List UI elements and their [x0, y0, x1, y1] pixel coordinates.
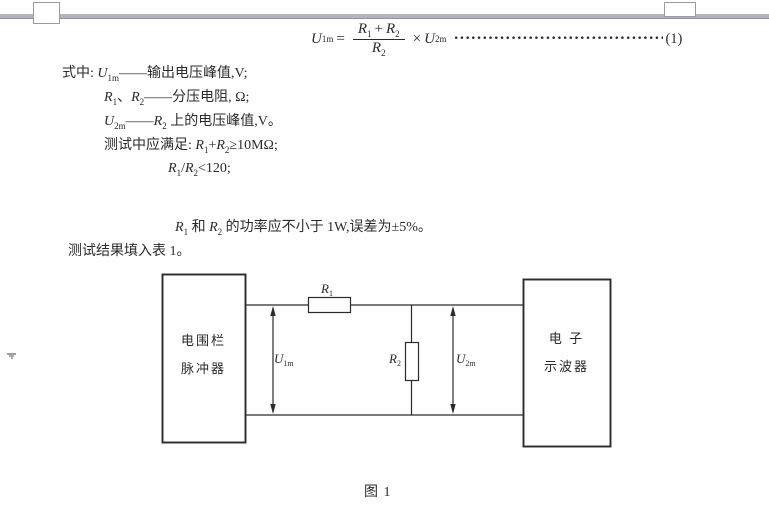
- var-r2: R: [153, 114, 163, 129]
- eq-times: ×: [412, 30, 422, 47]
- scan-artifact-mark: [7, 353, 16, 359]
- power-note-line: R1 和 R2 的功率应不小于 1W,误差为±5%。: [175, 220, 432, 237]
- var-r2-sub: 2: [224, 145, 230, 155]
- figure-caption: 图 1: [364, 485, 392, 501]
- var-r1: R: [195, 138, 204, 153]
- pulse-generator-label-1: 电围栏: [181, 333, 226, 348]
- scan-artifact-bar: [7, 353, 16, 355]
- eq-numerator: R1+R2: [352, 20, 405, 40]
- and-text: 和: [188, 220, 210, 235]
- eq-equals: =: [336, 30, 345, 47]
- var-r1-sub: 1: [112, 97, 118, 107]
- eq-number: (1): [665, 30, 683, 47]
- definition-text: 输出电压峰值,V;: [147, 66, 248, 81]
- var-r2: R: [209, 220, 218, 235]
- var-r1: R: [104, 90, 113, 105]
- condition-line-sum: 测试中应满足: R1+R2≥10MΩ;: [104, 138, 278, 155]
- pulse-generator-label-2: 脉冲器: [181, 361, 226, 376]
- circuit-wires: [245, 304, 523, 416]
- eq-lhs-var: U: [311, 30, 322, 47]
- eq-fraction: R1+R2 R2: [352, 20, 405, 57]
- oscilloscope-box: [522, 278, 612, 448]
- var-r2: R: [131, 90, 140, 105]
- dash: ——: [119, 66, 148, 81]
- var-r2-sub: 2: [217, 227, 223, 237]
- eq-num-r1: R: [357, 20, 367, 37]
- var-u-sub: 1m: [107, 73, 120, 83]
- var-r2-sub: 2: [139, 97, 145, 107]
- condition-label: 测试中应满足:: [104, 138, 192, 153]
- eq-plus: +: [374, 20, 383, 37]
- separator: 、: [117, 90, 132, 105]
- scan-artifact-bar: [9, 355, 14, 357]
- var-r1-sub: 1: [183, 227, 189, 237]
- dash: ——: [144, 90, 173, 105]
- eq-dot-leader: ········································…: [453, 33, 663, 45]
- var-u2m-sub: 2m: [114, 121, 126, 131]
- definition-line-u1m: 式中: U1m——输出电压峰值,V;: [62, 66, 248, 83]
- definition-text: 上的电压峰值,V。: [166, 114, 282, 129]
- definition-line-r1r2: R1、R2——分压电阻, Ω;: [104, 90, 250, 107]
- var-u2m: U: [104, 114, 115, 129]
- result-note-line: 测试结果填入表 1。: [68, 244, 191, 260]
- condition-line-ratio: R1/R2<120;: [168, 161, 231, 178]
- var-r1: R: [168, 161, 177, 176]
- slash: /: [181, 161, 185, 176]
- where-label: 式中:: [62, 66, 94, 81]
- power-note-text: 的功率应不小于 1W,误差为±5%。: [222, 220, 432, 235]
- var-r2-sub: 2: [162, 121, 167, 131]
- definition-text: 分压电阻, Ω;: [172, 90, 250, 105]
- condition-text: <120;: [198, 161, 231, 176]
- eq-num-r2-sub: 2: [395, 28, 400, 39]
- var-r2: R: [216, 138, 225, 153]
- plus: +: [208, 138, 217, 153]
- oscilloscope-label-1: 电 子: [549, 331, 584, 346]
- var-r1: R: [175, 220, 184, 235]
- oscilloscope-label-2: 示波器: [544, 359, 589, 374]
- page-margin-mark-left: [33, 2, 60, 24]
- r2-label: R2: [388, 351, 401, 368]
- page-margin-mark-right: [664, 2, 696, 17]
- circuit-diagram: 电围栏 脉冲器 电 子 示波器 R1 R2 U1m U2m: [161, 273, 612, 448]
- u1m-label: U1m: [274, 351, 294, 368]
- u2m-label: U2m: [456, 351, 476, 368]
- r1-label: R1: [320, 281, 333, 298]
- result-note-text: 测试结果填入表 1。: [68, 244, 191, 259]
- u2m-arrow: [450, 306, 456, 414]
- eq-den-r2: R: [371, 39, 382, 56]
- eq-rhs-var: U: [424, 30, 435, 47]
- eq-denominator: R2: [372, 40, 386, 57]
- resistor-r1: [307, 296, 352, 314]
- eq-num-r1-sub: 1: [367, 28, 372, 39]
- resistor-r2: [404, 341, 420, 382]
- u1m-arrow: [270, 306, 276, 414]
- var-u: U: [97, 66, 108, 81]
- pulse-generator-box: [161, 273, 247, 444]
- var-r1-sub: 1: [203, 145, 209, 155]
- figure-caption-text: 图 1: [364, 485, 392, 500]
- eq-den-r2-sub: 2: [381, 47, 386, 58]
- dash: ——: [125, 114, 154, 129]
- eq-num-r2: R: [385, 20, 396, 37]
- definition-line-u2m: U2m——R2 上的电压峰值,V。: [104, 114, 282, 131]
- page-divider-bar: [0, 14, 769, 19]
- var-r1-sub: 1: [176, 168, 182, 178]
- var-r2-sub: 2: [193, 168, 199, 178]
- var-r2: R: [184, 161, 194, 176]
- scan-artifact-bar: [10, 357, 13, 359]
- condition-text: ≥10MΩ;: [229, 138, 278, 153]
